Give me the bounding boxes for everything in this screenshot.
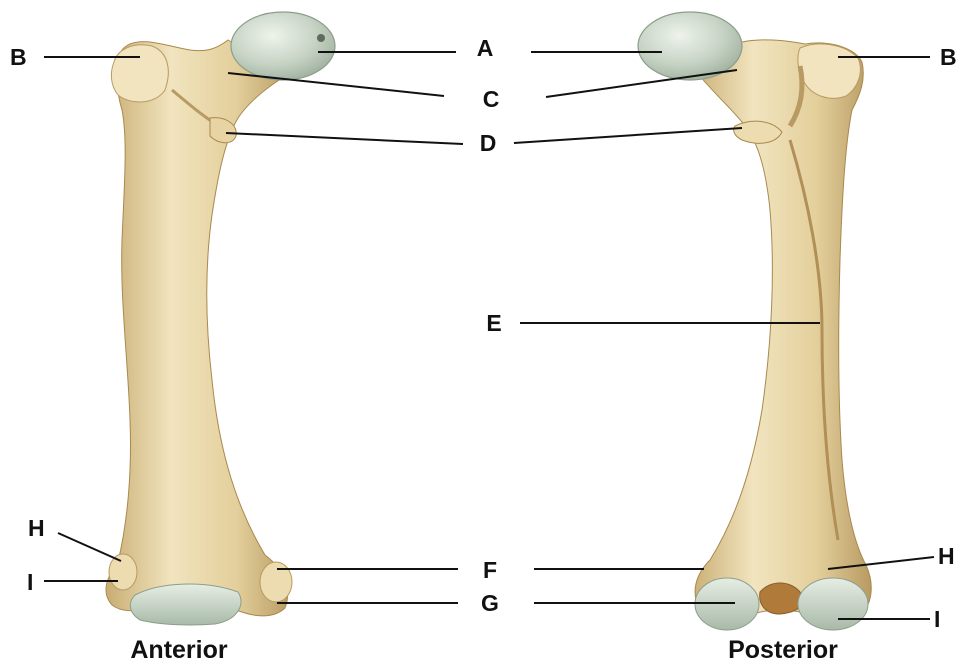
label-e: E — [486, 310, 501, 336]
label-d: D — [480, 130, 497, 156]
posterior-bone-body — [690, 40, 871, 620]
label-b-left: B — [10, 44, 27, 70]
anterior-medial-epicondyle — [109, 554, 137, 590]
leader-line-d-left — [226, 133, 463, 144]
anterior-bone-body — [106, 40, 292, 616]
anterior-patellar-surface — [130, 584, 241, 625]
leader-line-h-left — [58, 533, 121, 561]
label-f: F — [483, 557, 497, 583]
label-b-right: B — [940, 44, 957, 70]
anterior-femur — [106, 12, 335, 625]
view-caption-anterior: Anterior — [130, 636, 228, 664]
label-h-right: H — [938, 543, 955, 569]
posterior-lateral-condyle — [798, 578, 868, 630]
posterior-femoral-head — [638, 12, 742, 80]
label-i-left: I — [27, 569, 33, 595]
label-a: A — [477, 35, 494, 61]
anterior-femoral-head — [231, 12, 335, 80]
label-c: C — [483, 86, 500, 112]
leader-line-d-right — [514, 128, 742, 143]
label-h-left: H — [28, 515, 45, 541]
posterior-femur — [638, 12, 871, 630]
label-g: G — [481, 590, 499, 616]
anterior-greater-trochanter — [111, 45, 168, 102]
view-caption-posterior: Posterior — [728, 636, 838, 664]
posterior-intercondylar-fossa — [760, 583, 803, 614]
label-i-right: I — [934, 606, 940, 632]
fovea-mark — [317, 34, 325, 42]
